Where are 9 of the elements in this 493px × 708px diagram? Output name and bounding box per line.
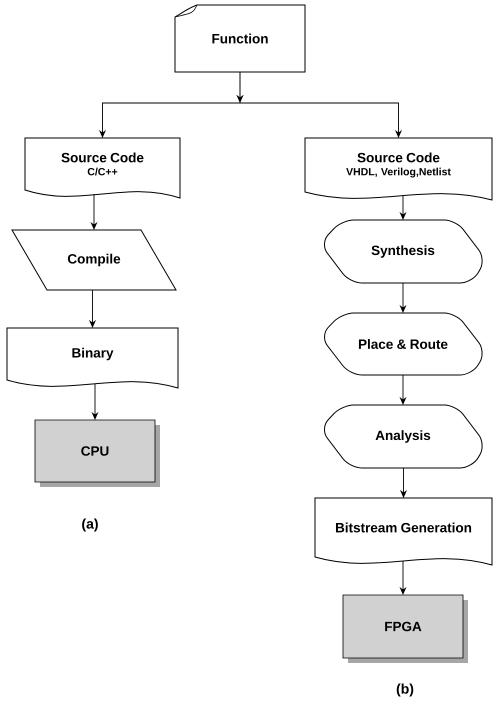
- document-box: Function: [174, 4, 306, 72]
- document-box: Source Code VHDL, Verilog,Netlist: [304, 138, 492, 200]
- document-box: Binary: [6, 328, 178, 388]
- document-box: Bitstream Generation: [314, 498, 492, 566]
- document-box: Source Code C/C++: [24, 138, 180, 198]
- panel-label: (a): [82, 518, 98, 532]
- device-box: CPU: [34, 420, 160, 487]
- device-box: FPGA: [342, 594, 468, 663]
- panel-label: (b): [396, 683, 414, 697]
